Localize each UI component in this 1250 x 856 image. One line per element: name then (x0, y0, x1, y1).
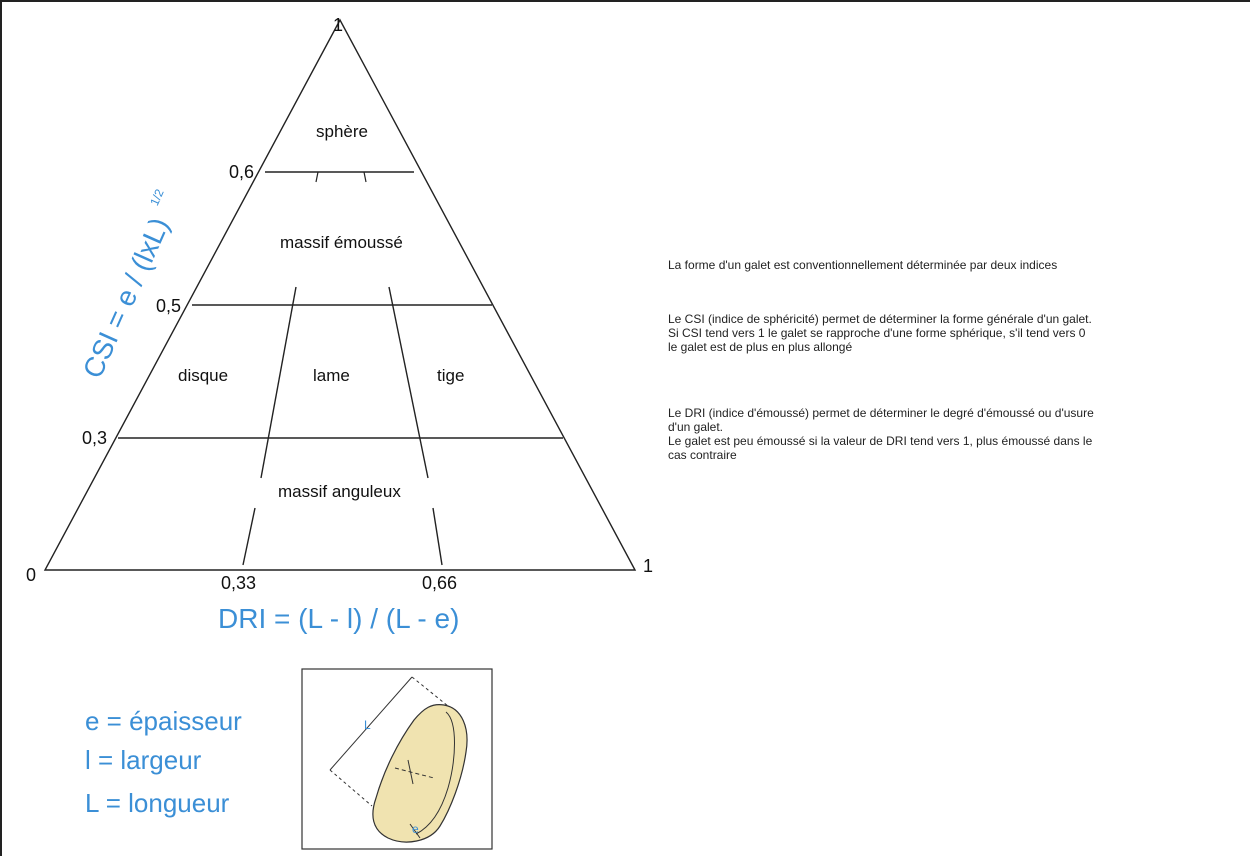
csi-tick-0.5: 0,5 (156, 296, 182, 316)
dri-text-2: d'un galet. (668, 420, 724, 434)
dri-text-4: cas contraire (668, 448, 737, 462)
dimension-L-ext-top (411, 676, 449, 707)
frame-top-border (0, 0, 1250, 2)
pebble-box (301, 668, 493, 850)
dri-line-0.33-upper (260, 286, 297, 479)
dimension-e-line (409, 823, 421, 839)
region-lame: lame (313, 366, 350, 385)
dri-axis-label: DRI = (L - l) / (L - e) (218, 603, 460, 634)
apex-label: 1 (333, 15, 344, 35)
dri-line-0.66-upper (388, 286, 429, 479)
frame-left-border (0, 0, 2, 856)
tick-small-left (315, 171, 319, 183)
right-vertex-label: 1 (643, 556, 654, 576)
pebble-inner-edge (415, 711, 455, 835)
dri-line-0.66-lower (432, 507, 443, 566)
pebble-L-label: L (364, 718, 371, 732)
origin-label: 0 (26, 565, 37, 585)
dri-tick-0.33: 0,33 (221, 573, 257, 593)
pebble-shape (372, 703, 468, 843)
dimension-L-ext-bottom (329, 769, 373, 807)
region-massif-anguleux: massif anguleux (278, 482, 401, 501)
legend-e: e = épaisseur (85, 706, 242, 736)
intro-text: La forme d'un galet est conventionnellem… (668, 258, 1058, 272)
dri-tick-0.66: 0,66 (422, 573, 458, 593)
dri-text-3: Le galet est peu émoussé si la valeur de… (668, 434, 1093, 448)
legend-L: L = longueur (85, 788, 230, 818)
csi-tick-0.6: 0,6 (229, 162, 255, 182)
triangle-outline (43, 18, 637, 571)
region-sphere: sphère (316, 122, 368, 141)
csi-text-2: Si CSI tend vers 1 le galet se rapproche… (668, 326, 1086, 340)
region-massif-emousse: massif émoussé (280, 233, 403, 252)
csi-text-3: le galet est de plus en plus allongé (668, 340, 853, 354)
region-disque: disque (178, 366, 229, 385)
legend-l: l = largeur (85, 745, 202, 775)
csi-tick-0.3: 0,3 (82, 428, 108, 448)
tick-small-right (363, 171, 367, 183)
dri-line-0.33-lower (242, 507, 256, 566)
csi-text-1: Le CSI (indice de sphéricité) permet de … (668, 312, 1092, 326)
pebble-e-label: e (412, 822, 419, 836)
region-tige: tige (437, 366, 465, 385)
dri-text-1: Le DRI (indice d'émoussé) permet de déte… (668, 406, 1094, 420)
dimension-l-tick (407, 759, 414, 785)
dimension-L-line (329, 676, 413, 771)
